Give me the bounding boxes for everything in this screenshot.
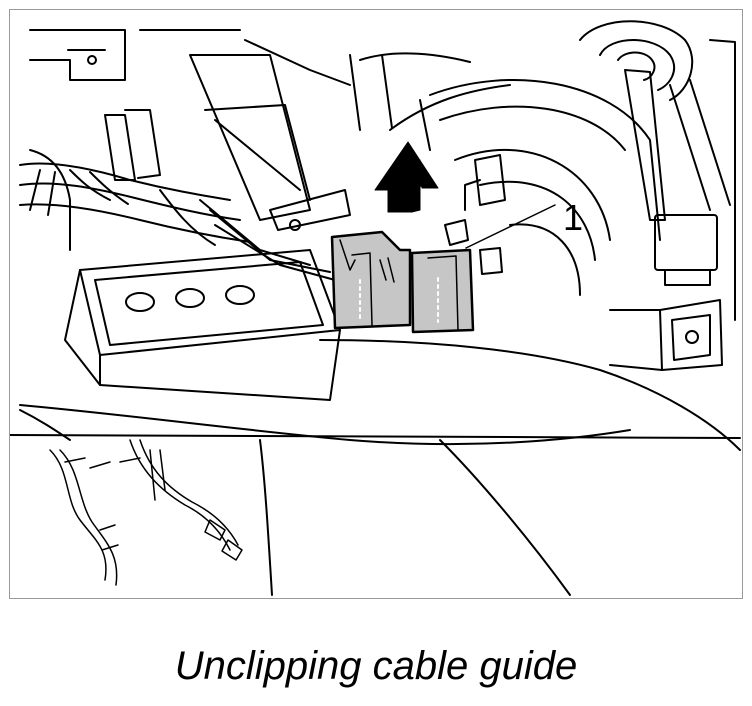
left-upper-bracket [29,29,351,221]
center-clips [269,154,506,275]
callout-leader [465,204,556,249]
shaft-assembly [579,20,736,321]
cover-plate [64,249,341,401]
arrow-up-icon [374,141,439,213]
cable-guide [330,230,475,334]
line-drawing [10,20,741,596]
lower-wiring [49,439,243,586]
callout-number: 1 [563,197,584,238]
figure-caption: Unclipping cable guide [174,644,578,688]
technical-illustration: 1 [9,9,743,599]
left-vertical-brackets [29,109,161,251]
wiring-harness [19,162,336,281]
right-bracket [609,299,723,371]
dash-trim-panel [10,339,741,596]
